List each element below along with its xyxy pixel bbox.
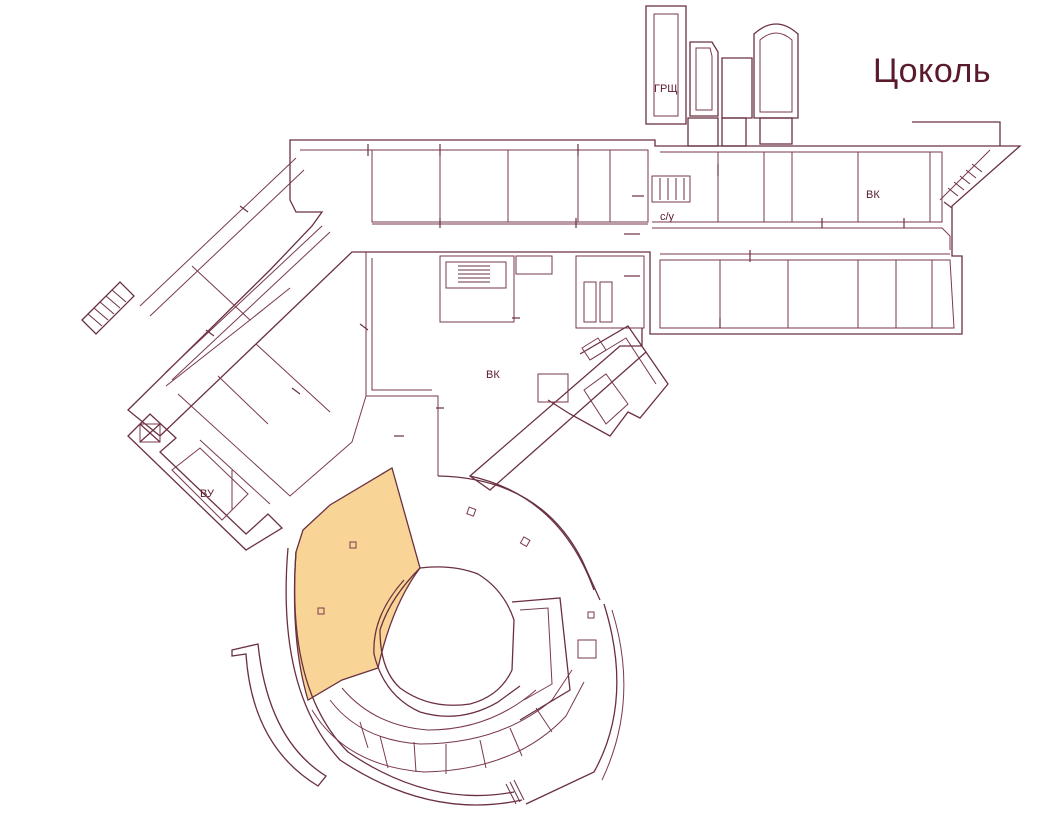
- central-wing: [365, 252, 669, 491]
- room-label-vk-top: ВК: [866, 189, 880, 201]
- west-wing: [81, 157, 367, 551]
- room-label-grsh: ГРЩ: [654, 83, 678, 95]
- wall-markers: [205, 144, 953, 437]
- room-label-vk-center: ВК: [486, 369, 500, 381]
- north-tower: [645, 5, 799, 147]
- north-block: [127, 121, 1022, 437]
- floor-title: Цоколь: [873, 52, 992, 90]
- rotunda: [231, 475, 625, 806]
- room-label-su: с/у: [660, 211, 675, 223]
- room-label-vu: ВУ: [200, 488, 215, 500]
